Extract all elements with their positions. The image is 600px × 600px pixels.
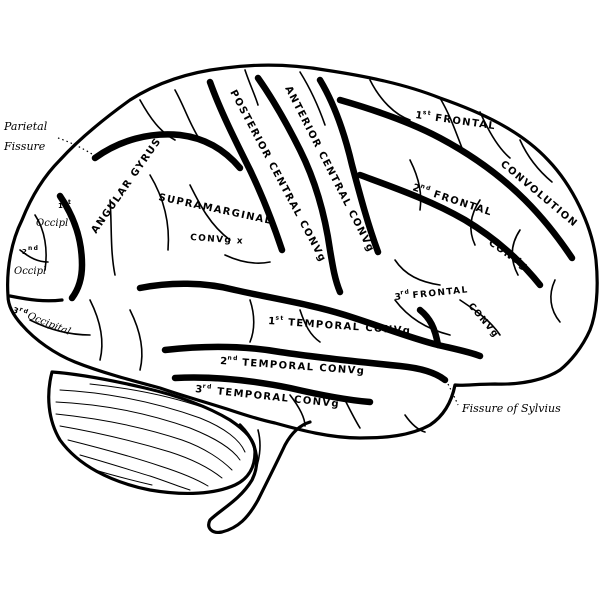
svg-text:rd: rd	[202, 383, 213, 391]
label-parietal-fissure-1: Parietal	[3, 120, 48, 133]
label-third-frontal: 3 rd FRONTAL	[394, 285, 469, 303]
svg-text:nd: nd	[28, 245, 39, 252]
svg-text:3: 3	[195, 384, 204, 396]
label-fissure-of-sylvius: Fissure of Sylvius	[461, 402, 561, 415]
svg-text:2: 2	[411, 182, 422, 195]
cerebellum	[47, 370, 257, 496]
svg-text:nd: nd	[227, 355, 239, 363]
svg-text:FRONTAL: FRONTAL	[432, 189, 494, 218]
label-second-occipital: 2 nd Occipl	[14, 245, 46, 277]
svg-text:2: 2	[22, 248, 28, 256]
gyri-detail	[19, 69, 561, 433]
svg-text:Occipl: Occipl	[14, 266, 46, 277]
svg-text:1: 1	[58, 202, 64, 210]
label-first-occipital: 1 st Occipl	[36, 199, 72, 229]
major-sulci	[8, 74, 576, 406]
cerebrum-outline	[6, 63, 599, 440]
svg-text:2: 2	[220, 356, 229, 368]
svg-text:1: 1	[415, 110, 425, 122]
svg-text:nd: nd	[420, 183, 433, 193]
brain-stem	[207, 420, 312, 534]
svg-text:TEMPORAL CONVg: TEMPORAL CONVg	[288, 317, 412, 337]
svg-text:FRONTAL: FRONTAL	[412, 285, 469, 301]
label-second-frontal-conv: CONVg	[486, 237, 530, 272]
svg-text:3: 3	[11, 306, 21, 317]
svg-text:st: st	[63, 199, 72, 206]
label-third-frontal-conv: CONVg	[466, 302, 501, 341]
label-supramarginal-conv: CONVg x	[190, 233, 245, 247]
label-supramarginal: SUPRAMARGINAL	[157, 192, 273, 227]
svg-text:1: 1	[268, 316, 277, 328]
svg-text:Occipl: Occipl	[36, 218, 68, 229]
svg-text:st: st	[422, 109, 432, 117]
svg-text:st: st	[275, 315, 285, 323]
label-first-temporal: 1 st TEMPORAL CONVg	[268, 315, 412, 337]
svg-text:rd: rd	[18, 306, 30, 316]
svg-text:rd: rd	[400, 288, 411, 296]
parietal-fissure-leader	[57, 137, 93, 155]
label-parietal-fissure-2: Fissure	[3, 140, 46, 153]
svg-text:3: 3	[394, 292, 403, 303]
svg-text:TEMPORAL CONVg: TEMPORAL CONVg	[217, 386, 341, 410]
